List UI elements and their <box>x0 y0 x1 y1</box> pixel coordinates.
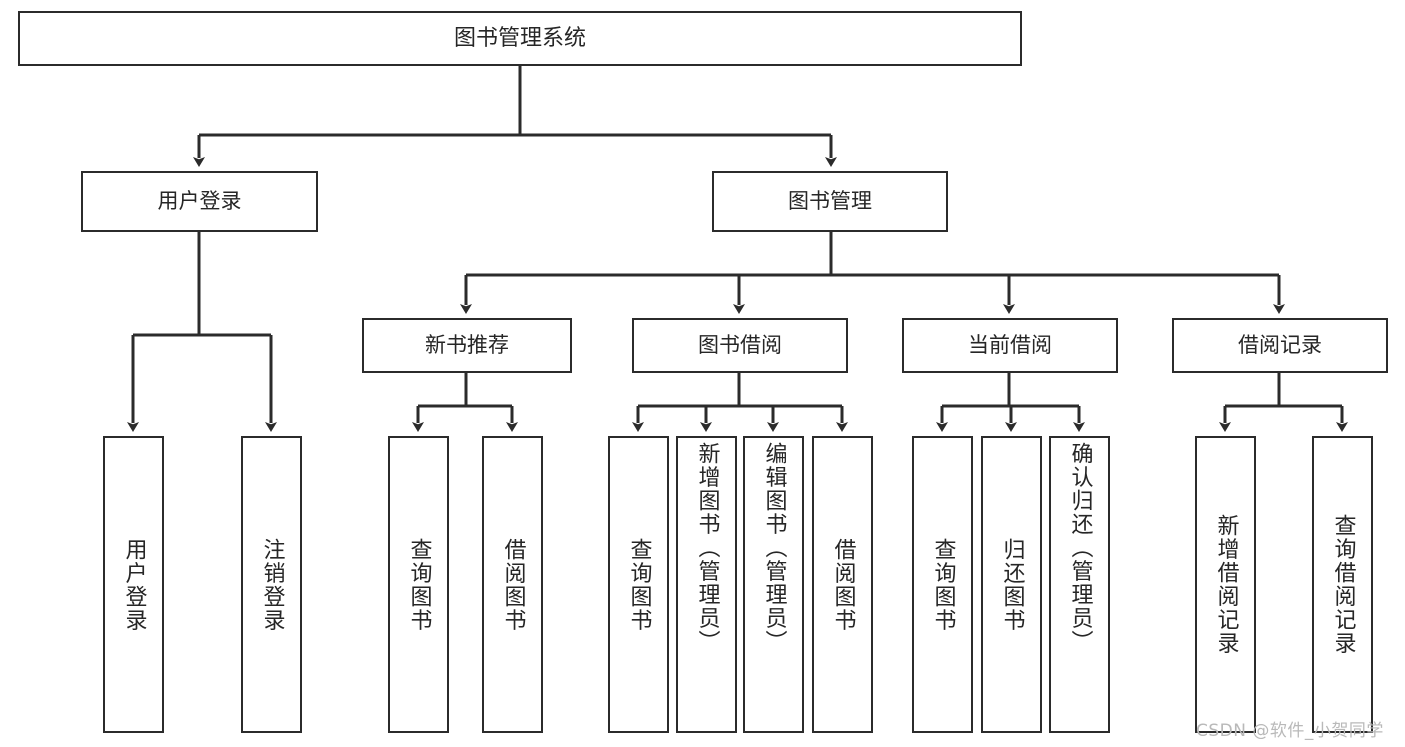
node-leaf-edit-book-admin[interactable]: 编辑图书（管理员） <box>743 436 804 733</box>
edge-root-to-level1 <box>193 66 837 167</box>
node-leaf-return-book[interactable]: 归还图书 <box>981 436 1042 733</box>
node-new-book-recommend-label: 新书推荐 <box>425 333 509 358</box>
node-leaf-query-book-recommend-label: 查询图书 <box>406 537 432 632</box>
node-leaf-user-login-label: 用户登录 <box>121 537 147 632</box>
edge-userlogin-to-leaves <box>127 232 277 432</box>
node-leaf-borrow-book[interactable]: 借阅图书 <box>812 436 873 733</box>
node-leaf-add-borrow-record-label: 新增借阅记录 <box>1213 514 1239 655</box>
node-leaf-logout[interactable]: 注销登录 <box>241 436 302 733</box>
node-leaf-add-book-admin-label: 新增图书（管理员） <box>694 442 720 654</box>
node-leaf-add-borrow-record[interactable]: 新增借阅记录 <box>1195 436 1256 733</box>
node-leaf-borrow-book-label: 借阅图书 <box>830 537 856 632</box>
node-root-label: 图书管理系统 <box>453 25 586 51</box>
node-leaf-confirm-return-admin-label: 确认归还（管理员） <box>1067 442 1093 654</box>
node-leaf-query-book-current[interactable]: 查询图书 <box>912 436 973 733</box>
node-leaf-query-book-borrow[interactable]: 查询图书 <box>608 436 669 733</box>
node-user-login[interactable]: 用户登录 <box>81 171 318 232</box>
node-leaf-borrow-book-recommend-label: 借阅图书 <box>500 537 526 632</box>
node-leaf-edit-book-admin-label: 编辑图书（管理员） <box>761 442 787 654</box>
node-leaf-query-borrow-record-label: 查询借阅记录 <box>1330 514 1356 655</box>
node-leaf-query-borrow-record[interactable]: 查询借阅记录 <box>1312 436 1373 733</box>
edge-bookborrow-to-leaves <box>632 373 848 432</box>
edge-borrowrecords-to-leaves <box>1219 373 1348 432</box>
node-leaf-query-book-current-label: 查询图书 <box>930 537 956 632</box>
node-new-book-recommend[interactable]: 新书推荐 <box>362 318 572 373</box>
node-leaf-add-book-admin[interactable]: 新增图书（管理员） <box>676 436 737 733</box>
node-leaf-return-book-label: 归还图书 <box>999 537 1025 632</box>
watermark-text: CSDN @软件_小贺同学 <box>1196 721 1384 741</box>
node-borrow-records[interactable]: 借阅记录 <box>1172 318 1388 373</box>
node-current-borrow-label: 当前借阅 <box>968 333 1052 358</box>
node-leaf-query-book-borrow-label: 查询图书 <box>626 537 652 632</box>
edge-bookmgmt-to-level2 <box>460 232 1285 314</box>
edge-currentborrow-to-leaves <box>936 373 1085 432</box>
node-book-management-label: 图书管理 <box>788 189 872 214</box>
node-root[interactable]: 图书管理系统 <box>18 11 1022 66</box>
node-leaf-query-book-recommend[interactable]: 查询图书 <box>388 436 449 733</box>
node-borrow-records-label: 借阅记录 <box>1238 333 1322 358</box>
node-leaf-borrow-book-recommend[interactable]: 借阅图书 <box>482 436 543 733</box>
node-leaf-user-login[interactable]: 用户登录 <box>103 436 164 733</box>
node-book-management[interactable]: 图书管理 <box>712 171 948 232</box>
node-book-borrow[interactable]: 图书借阅 <box>632 318 848 373</box>
node-user-login-label: 用户登录 <box>157 189 242 214</box>
node-leaf-confirm-return-admin[interactable]: 确认归还（管理员） <box>1049 436 1110 733</box>
node-book-borrow-label: 图书借阅 <box>698 333 782 358</box>
node-current-borrow[interactable]: 当前借阅 <box>902 318 1118 373</box>
node-leaf-logout-label: 注销登录 <box>259 537 285 632</box>
edge-recommend-to-leaves <box>412 373 518 432</box>
